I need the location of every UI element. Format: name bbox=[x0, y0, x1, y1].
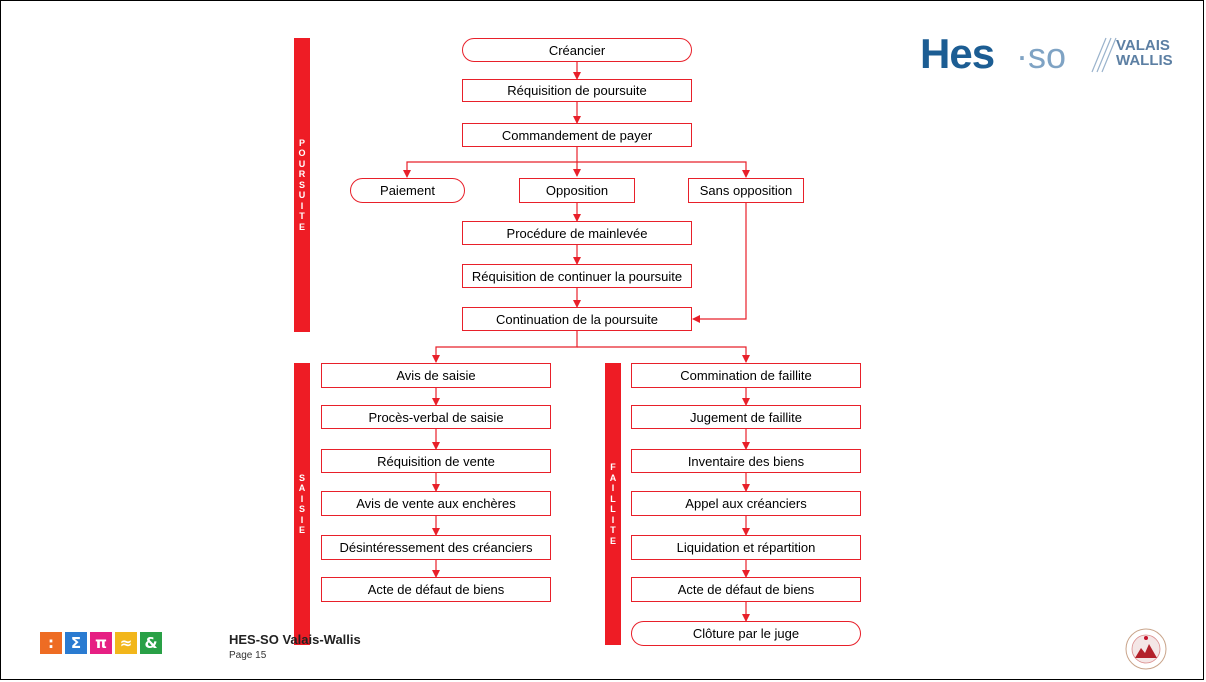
logo-hes-text: Hes bbox=[920, 30, 995, 77]
branch-line bbox=[406, 161, 747, 176]
page-number: Page 15 bbox=[229, 650, 267, 661]
node-saisie-step: Acte de défaut de biens bbox=[321, 577, 551, 602]
footer-symbol-icon: : bbox=[40, 632, 62, 654]
node-faillite-step: Inventaire des biens bbox=[631, 449, 861, 473]
section-letter: L bbox=[610, 493, 616, 504]
node-faillite-step: Acte de défaut de biens bbox=[631, 577, 861, 602]
node-saisie-step: Désintéressement des créanciers bbox=[321, 535, 551, 560]
node-faillite-step: Commination de faillite bbox=[631, 363, 861, 388]
section-letter: I bbox=[300, 514, 304, 525]
footer-symbol-icon: Σ bbox=[65, 632, 87, 654]
footer-symbol-icon: ≈ bbox=[115, 632, 137, 654]
arrow bbox=[432, 331, 578, 363]
hes-so-logo: Hes ·so VALAIS WALLIS bbox=[920, 30, 1173, 80]
node-requisition-poursuite: Réquisition de poursuite bbox=[462, 79, 692, 102]
section-letter: O bbox=[298, 148, 306, 159]
section-letter: P bbox=[298, 137, 305, 148]
section-letter: S bbox=[298, 179, 305, 190]
section-letter: I bbox=[611, 514, 615, 525]
node-saisie-step: Réquisition de vente bbox=[321, 449, 551, 473]
node-faillite-step: Appel aux créanciers bbox=[631, 491, 861, 516]
section-letter: I bbox=[611, 483, 615, 493]
node-saisie-step: Procès-verbal de saisie bbox=[321, 405, 551, 429]
node-faillite-step: Jugement de faillite bbox=[631, 405, 861, 429]
valais-excellence-seal-icon bbox=[1125, 628, 1167, 670]
arrow bbox=[692, 203, 747, 323]
node-opposition: Opposition bbox=[519, 178, 635, 203]
section-letter: R bbox=[298, 169, 306, 180]
logo-slashes-icon bbox=[1091, 37, 1117, 73]
section-letter: S bbox=[298, 504, 305, 514]
footer-symbol-icon: & bbox=[140, 632, 162, 654]
node-sans-opposition: Sans opposition bbox=[688, 178, 804, 203]
section-letter: T bbox=[299, 211, 305, 222]
logo-valais: VALAIS bbox=[1116, 37, 1170, 54]
section-letter: E bbox=[298, 525, 305, 535]
logo-valais-wallis: VALAIS WALLIS bbox=[1116, 38, 1173, 68]
node-saisie-step: Avis de saisie bbox=[321, 363, 551, 388]
section-letter: U bbox=[298, 190, 306, 201]
node-continuation-poursuite: Continuation de la poursuite bbox=[462, 307, 692, 331]
section-letter: E bbox=[609, 535, 616, 546]
node-procedure-mainlevee: Procédure de mainlevée bbox=[462, 221, 692, 245]
section-letter: A bbox=[298, 483, 306, 493]
section-letter: L bbox=[610, 504, 616, 514]
section-letter: S bbox=[298, 472, 305, 483]
section-letter: I bbox=[300, 493, 304, 504]
logo-so-text: ·so bbox=[1016, 35, 1067, 76]
node-cloture-par-le-juge: Clôture par le juge bbox=[631, 621, 861, 646]
footer-symbol-icon: π bbox=[90, 632, 112, 654]
node-requisition-continuer: Réquisition de continuer la poursuite bbox=[462, 264, 692, 288]
logo-wallis: WALLIS bbox=[1116, 52, 1173, 69]
node-commandement-de-payer: Commandement de payer bbox=[462, 123, 692, 147]
section-letter: E bbox=[298, 221, 305, 232]
section-letter: A bbox=[609, 472, 617, 483]
node-paiement: Paiement bbox=[350, 178, 465, 203]
section-letter: I bbox=[300, 200, 304, 211]
node-creancier: Créancier bbox=[462, 38, 692, 62]
node-faillite-step: Liquidation et répartition bbox=[631, 535, 861, 560]
section-letter: U bbox=[298, 158, 306, 169]
footer-title: HES-SO Valais-Wallis bbox=[229, 632, 361, 647]
section-letter: F bbox=[610, 462, 616, 472]
arrow bbox=[577, 346, 750, 363]
node-saisie-step: Avis de vente aux enchères bbox=[321, 491, 551, 516]
section-letter: T bbox=[610, 525, 616, 535]
